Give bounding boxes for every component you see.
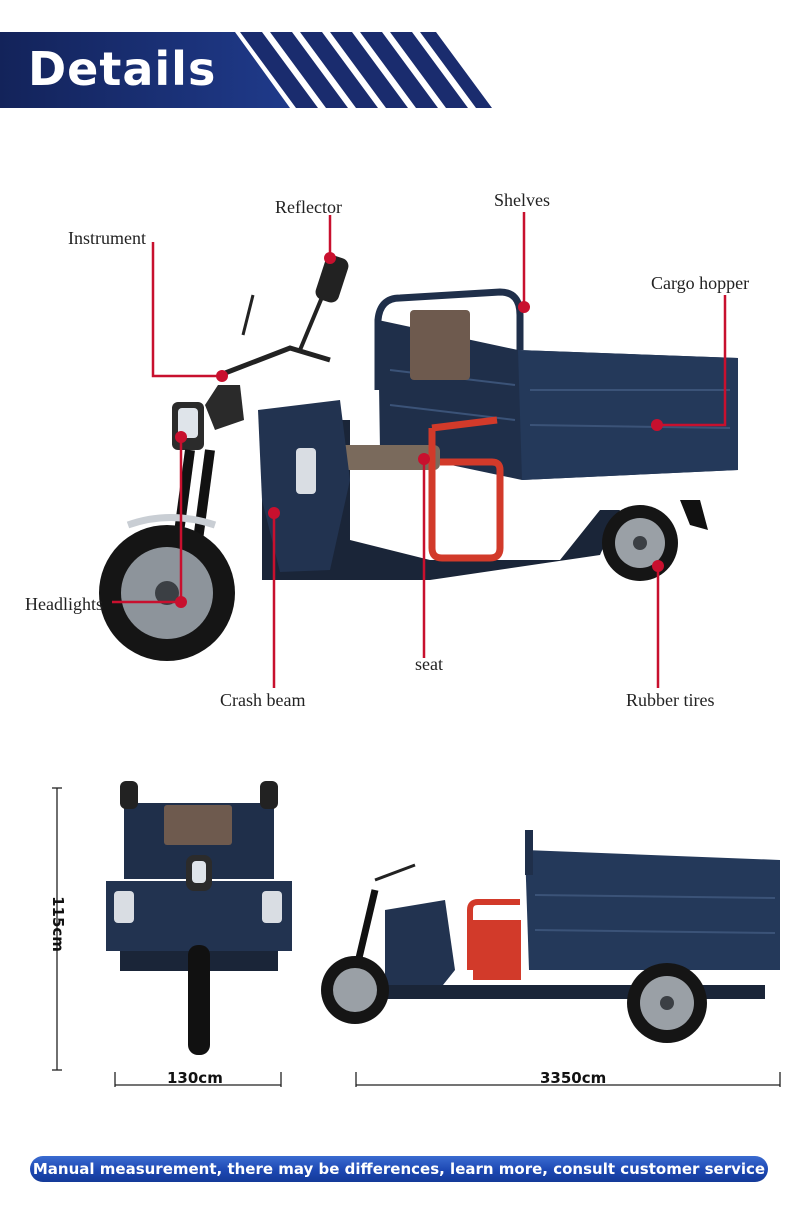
callout-instrument: Instrument (68, 228, 146, 248)
callout-crash-beam: Crash beam (220, 690, 306, 710)
callout-rubber-tires: Rubber tires (626, 690, 715, 710)
callout-shelves: Shelves (494, 190, 550, 210)
callout-dots (175, 252, 664, 608)
main-tricycle-illustration (99, 212, 738, 688)
header-banner (0, 32, 492, 108)
length-dimension-label: 3350cm (540, 1069, 607, 1087)
callout-lines (112, 212, 727, 688)
callout-cargo-hopper: Cargo hopper (651, 273, 750, 293)
callout-reflector: Reflector (275, 197, 342, 217)
footer-note: Manual measurement, there may be differe… (32, 1160, 766, 1178)
footer-banner (30, 1156, 768, 1182)
side-view-illustration (321, 830, 780, 1043)
callout-seat: seat (415, 654, 443, 674)
dimension-lines (52, 787, 781, 1087)
width-dimension-label: 130cm (167, 1069, 223, 1087)
callout-headlights: Headlights (25, 594, 103, 614)
page-title: Details (28, 42, 217, 96)
front-view-illustration (106, 781, 292, 1055)
height-dimension-label: 115cm (48, 896, 67, 952)
